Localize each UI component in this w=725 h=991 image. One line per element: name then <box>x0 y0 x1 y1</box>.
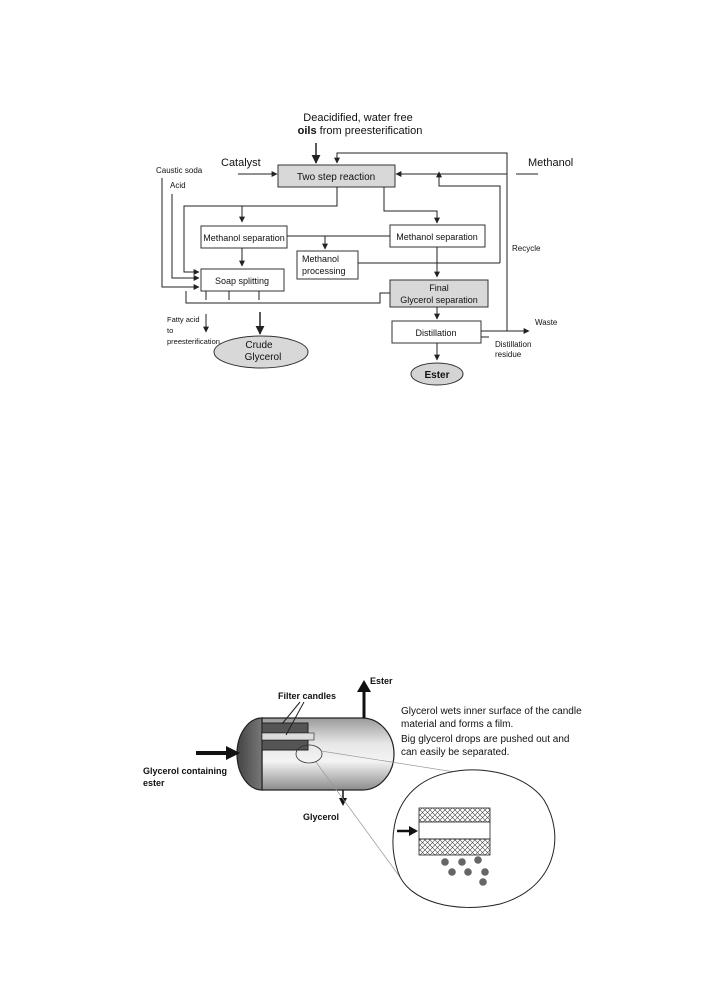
methanol-processing-label-1: Methanol <box>302 254 339 264</box>
filter-pointer-1 <box>281 701 301 725</box>
distillation-label: Distillation <box>415 328 456 338</box>
description-line-3: Big glycerol drops are pushed out and <box>401 734 569 745</box>
input-label-2: ester <box>143 778 165 788</box>
left-inner-loop <box>183 205 242 275</box>
fatty-acid-label-1: Fatty acid <box>167 315 200 324</box>
two-step-reaction-label: Two step reaction <box>297 172 375 183</box>
filter-candle-top <box>261 722 309 734</box>
distillation-residue-label-2: residue <box>495 350 522 359</box>
glycerol-drop <box>479 878 487 886</box>
ester-product-label: Ester <box>424 370 449 381</box>
final-separation-label-1: Final <box>429 283 449 293</box>
glycerol-drop <box>458 858 466 866</box>
methanol-separation-left-label: Methanol separation <box>203 233 285 243</box>
final-separation-label-2: Glycerol separation <box>400 295 478 305</box>
methanol-processing-box <box>296 250 359 280</box>
vessel-end-cap <box>236 717 263 791</box>
description-line-4: can easily be separated. <box>401 747 509 758</box>
reaction-to-left-separation <box>239 187 338 223</box>
filter-candle-core <box>261 732 315 741</box>
filter-pointer-2 <box>285 701 305 736</box>
input-label-line2: oils from preesterification <box>298 125 423 137</box>
glycerol-drop <box>448 868 456 876</box>
input-label-1: Glycerol containing <box>143 766 227 776</box>
input-arrowhead <box>226 746 240 760</box>
methanol-processing-label-2: processing <box>302 266 346 276</box>
zoom-guide-top <box>320 750 475 776</box>
filter-candle-diagram: Filter candles Ester Glycerol containing… <box>143 676 582 908</box>
recycle-arrow <box>436 171 501 263</box>
process-flow-diagram: Deacidified, water free oils from preest… <box>156 112 573 386</box>
description-line-1: Glycerol wets inner surface of the candl… <box>401 706 582 717</box>
ester-out-label: Ester <box>370 676 393 686</box>
glycerol-drop <box>464 868 472 876</box>
distillation-residue-label-1: Distillation <box>495 340 531 349</box>
detail-flow-arrowhead <box>409 826 418 836</box>
fatty-acid-label-2: to <box>167 326 173 335</box>
ester-product-ellipse <box>410 362 464 386</box>
methanol-label: Methanol <box>528 157 573 169</box>
methanol-separation-left-box <box>200 225 288 249</box>
catalyst-label: Catalyst <box>221 157 261 169</box>
glycerol-drop <box>441 858 449 866</box>
top-loop-line <box>334 152 508 331</box>
filter-candles-label: Filter candles <box>278 691 336 701</box>
zoom-guide-bottom <box>315 761 409 889</box>
methanol-separation-right-label: Methanol separation <box>396 232 478 242</box>
ester-out-arrowhead <box>357 680 371 692</box>
acid-label: Acid <box>170 181 186 190</box>
crude-glycerol-ellipse <box>213 335 309 369</box>
input-label-line1: Deacidified, water free <box>303 112 412 124</box>
caustic-soda-arrow <box>161 178 200 290</box>
detail-candle-wall-top <box>418 807 491 823</box>
caustic-soda-label: Caustic soda <box>156 166 203 175</box>
filter-candle-bottom <box>261 739 309 751</box>
glycerol-drop <box>474 856 482 864</box>
fatty-acid-label-3: preesterification <box>167 337 220 346</box>
crude-glycerol-label-1: Crude <box>245 340 273 351</box>
glycerol-out-arrowhead <box>339 798 347 806</box>
glycerol-out-label: Glycerol <box>303 812 339 822</box>
recycle-label: Recycle <box>512 244 541 253</box>
crude-glycerol-label-2: Glycerol <box>245 352 282 363</box>
waste-label: Waste <box>535 318 558 327</box>
detail-candle-wall-bottom <box>418 838 491 856</box>
reaction-to-right-separation <box>383 187 440 224</box>
magnifier-ring <box>295 744 323 764</box>
soap-splitting-label: Soap splitting <box>215 276 269 286</box>
acid-arrow <box>171 194 200 281</box>
soap-splitting-box <box>200 268 285 292</box>
glycerol-return-line <box>185 291 390 304</box>
detail-candle-channel <box>418 821 491 840</box>
description-line-2: material and forms a film. <box>401 719 513 730</box>
glycerol-drop <box>481 868 489 876</box>
